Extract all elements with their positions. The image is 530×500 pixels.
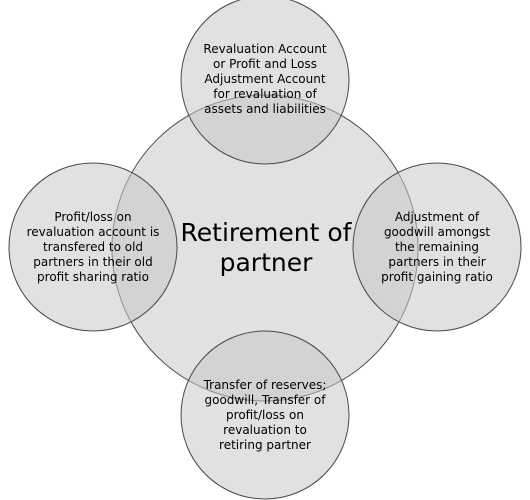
satellite-label-bottom: Transfer of reserves; goodwill, Transfer… <box>203 378 327 452</box>
center-label: Retirement of partner <box>180 218 352 277</box>
satellite-circle-bottom <box>180 330 350 500</box>
satellite-circle-top <box>180 0 350 165</box>
satellite-label-left: Profit/loss on revaluation account is tr… <box>26 210 160 284</box>
satellite-circle-right <box>352 162 522 332</box>
satellite-label-top: Revaluation Account or Profit and Loss A… <box>203 42 327 116</box>
satellite-label-right: Adjustment of goodwill amongst the remai… <box>381 210 493 284</box>
satellite-circle-left <box>8 162 178 332</box>
